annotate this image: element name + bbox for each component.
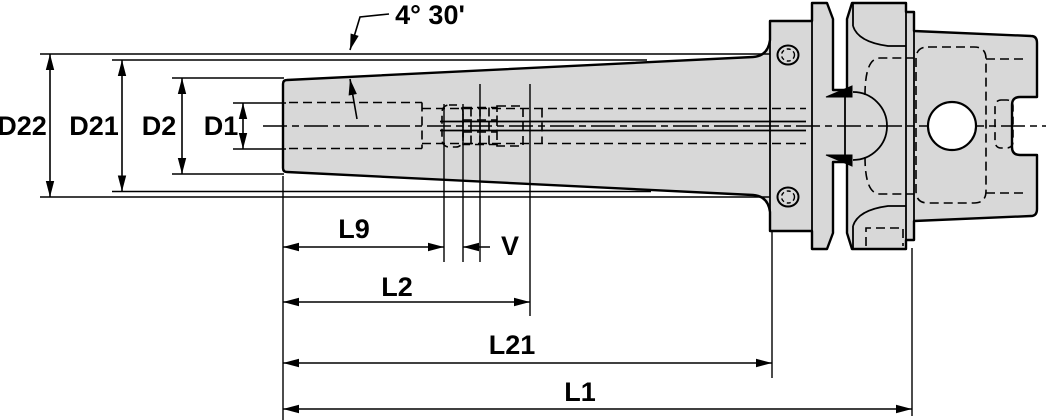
- coolant-hole-top: [776, 44, 800, 66]
- dim-label-d2: D2: [142, 111, 177, 141]
- shank-side-hole: [926, 100, 978, 152]
- dimension-d21: D21: [69, 60, 127, 192]
- collet-wedges: [825, 85, 853, 167]
- dimension-v: V: [463, 231, 519, 261]
- dimension-d2: D2: [142, 78, 187, 174]
- dimension-d1: D1: [204, 103, 248, 149]
- dimension-l9: L9: [283, 214, 444, 252]
- dimension-l2: L2: [283, 272, 530, 307]
- dim-label-l1: L1: [564, 377, 596, 407]
- dimension-d22: D22: [0, 54, 55, 197]
- angle-callout: 4° 30': [348, 0, 465, 120]
- shank-end-pocket-hidden: [994, 99, 1014, 149]
- dim-label-l9: L9: [338, 214, 370, 244]
- dim-label-l21: L21: [489, 330, 536, 360]
- dim-label-v: V: [501, 231, 519, 261]
- coolant-hole-bottom-thread: [780, 190, 796, 204]
- dim-label-l2: L2: [381, 272, 413, 302]
- toolholder-body-outline: [281, 1, 1039, 251]
- coolant-hole-bottom: [776, 186, 800, 208]
- dim-label-angle: 4° 30': [395, 0, 465, 30]
- coolant-hole-top-thread: [780, 48, 796, 62]
- angle-leader-upper: [349, 13, 390, 51]
- dimension-l21: L21: [283, 330, 772, 368]
- dim-label-d21: D21: [69, 111, 119, 141]
- dim-label-d22: D22: [0, 111, 47, 141]
- dim-label-d1: D1: [204, 111, 239, 141]
- angle-leader-lower: [348, 78, 358, 120]
- dimension-l1: L1: [283, 377, 912, 414]
